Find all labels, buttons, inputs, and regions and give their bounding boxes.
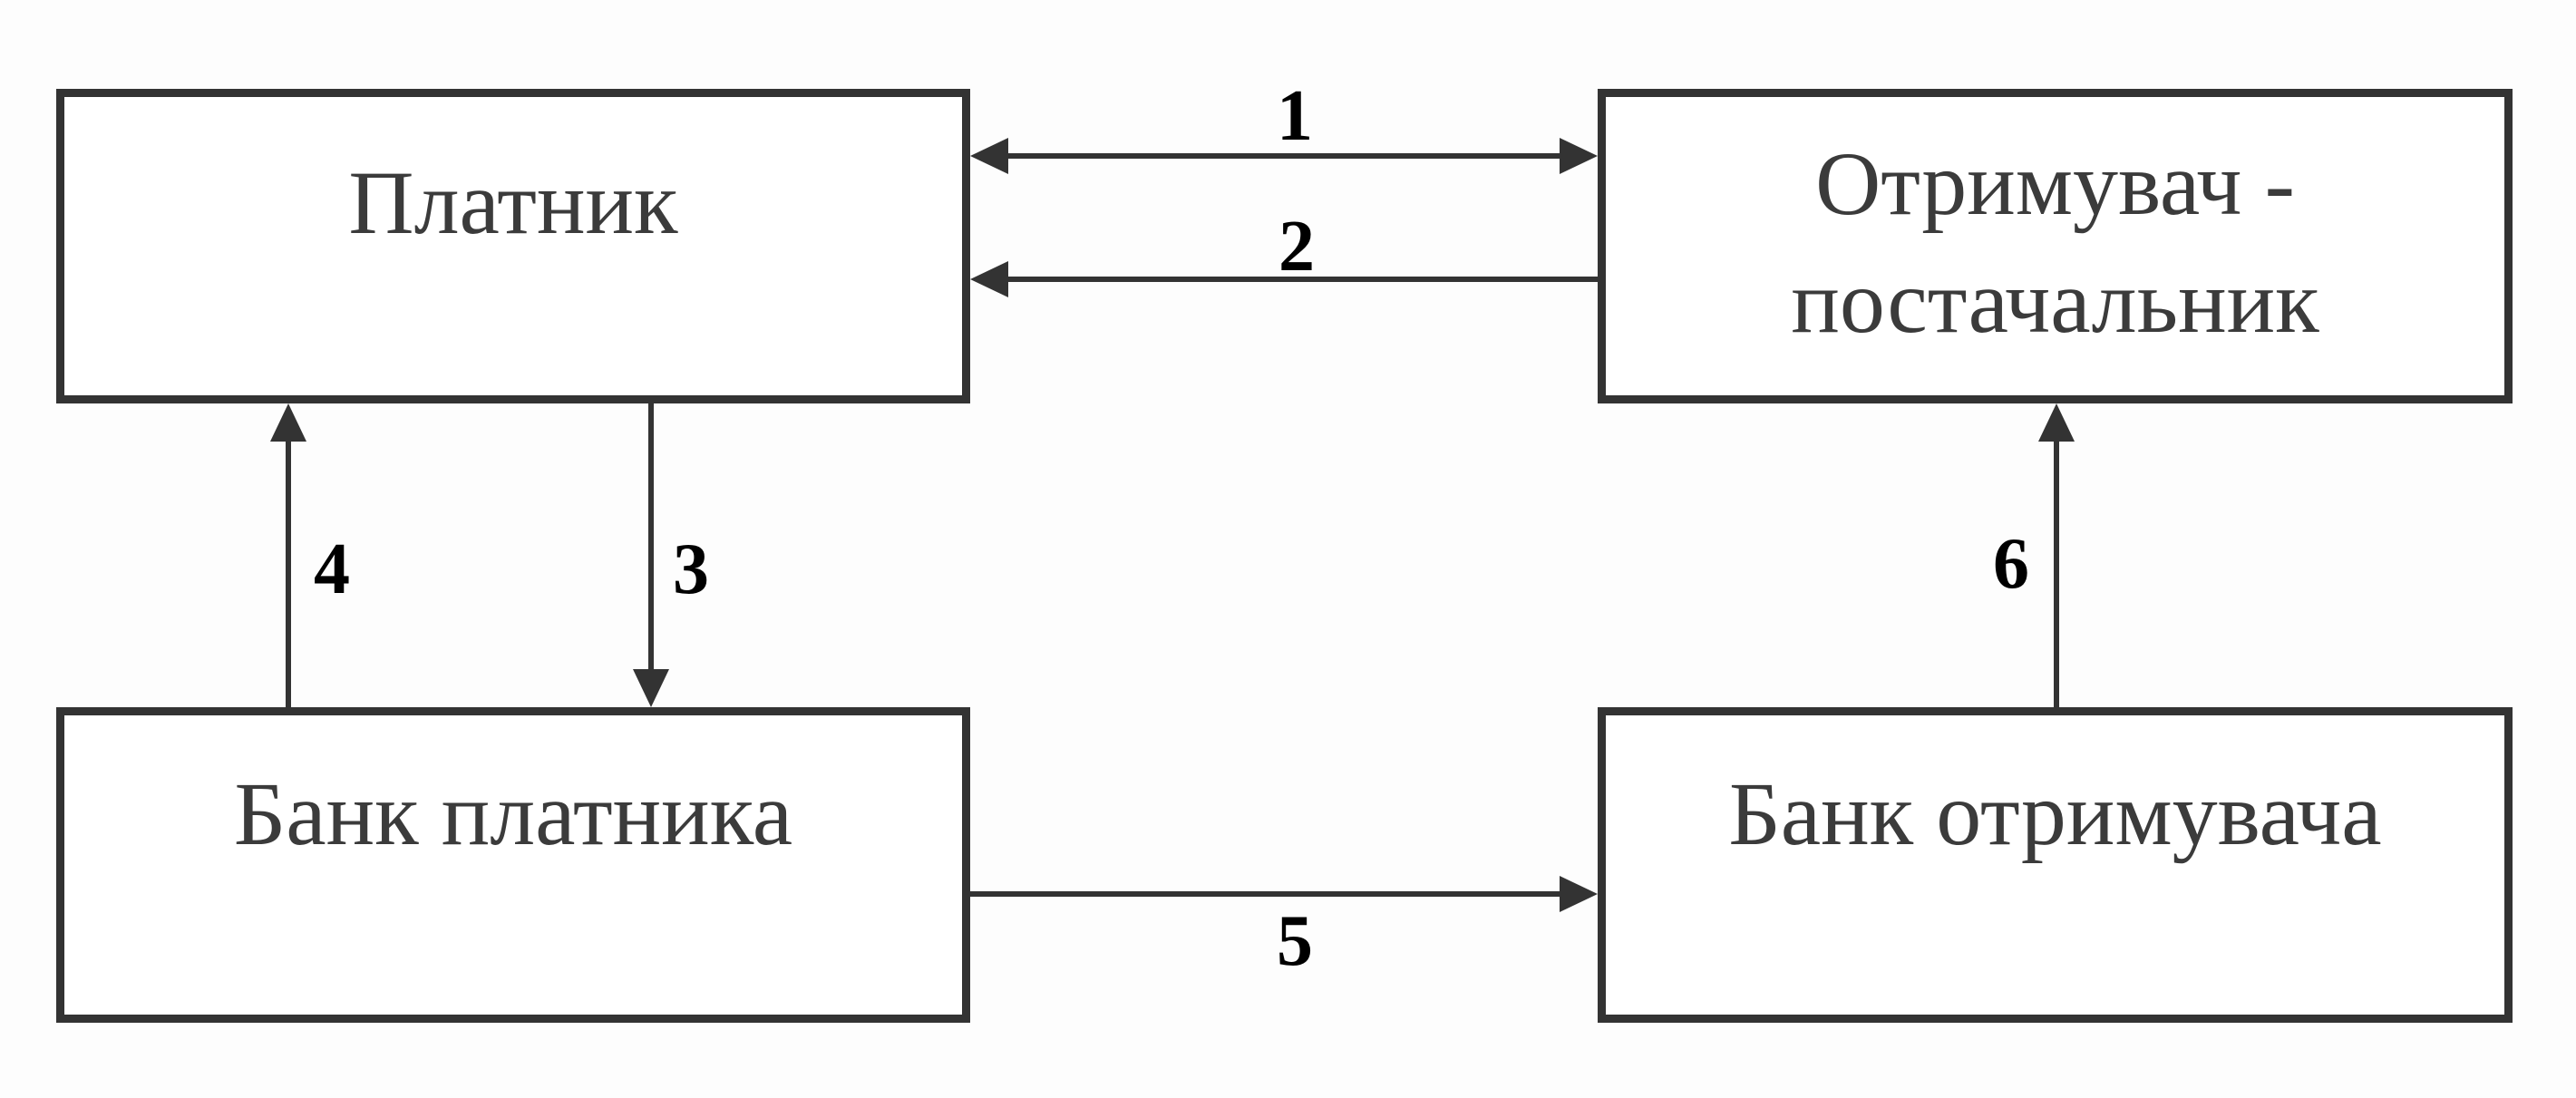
edge-label-6: 6 [1993,524,2029,604]
edge-label-2: 2 [1278,207,1315,287]
node-payer: Платник [56,89,970,403]
edge-label-4: 4 [314,530,350,609]
arrow-6 [2038,403,2075,707]
node-payer-bank: Банк платника [56,707,970,1023]
edge-label-1: 1 [1277,76,1313,156]
edge-label-3: 3 [673,530,709,609]
node-payer-bank-label: Банк платника [233,763,793,864]
node-recipient-label-line-2: постачальник [1791,250,2319,352]
arrow-4 [270,403,306,707]
edge-label-5: 5 [1277,901,1313,981]
node-recipient-supplier: Отримувач - постачальник [1598,89,2513,403]
node-recipient-bank: Банк отримувача [1598,707,2513,1023]
node-payer-label: Платник [348,152,678,253]
node-recipient-bank-label: Банк отримувача [1728,763,2382,864]
node-recipient-label-line-1: Отримувач - [1815,132,2295,234]
arrow-3 [633,403,669,707]
